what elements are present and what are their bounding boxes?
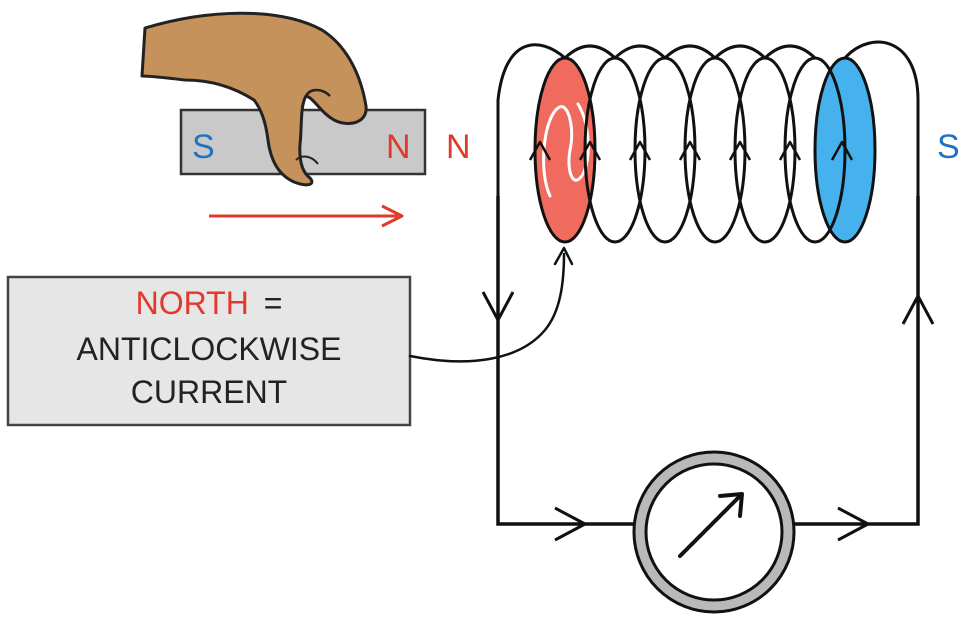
arrow-right-icon [209, 204, 404, 228]
note-line2: ANTICLOCKWISE [77, 331, 342, 367]
galvanometer-icon [632, 450, 796, 614]
callout-pointer-arrow [408, 246, 574, 363]
magnet-south-label: S [192, 128, 215, 166]
note-line3: CURRENT [131, 374, 287, 410]
coil-end-face-north [535, 58, 595, 242]
callout-box: NORTH = ANTICLOCKWISE CURRENT [6, 275, 412, 427]
magnet-north-label: N [386, 128, 411, 166]
magnet-body [179, 108, 427, 176]
coil-right-pole-label: S [937, 128, 960, 166]
wire-direction-arrows [481, 291, 935, 542]
hand-icon [140, 11, 368, 187]
coil-left-pole-label: N [446, 128, 471, 166]
coil-current-arrows [528, 140, 854, 161]
bar-magnet[interactable]: S N [179, 108, 427, 176]
note-highlight: NORTH [136, 285, 249, 321]
note-equals: = [264, 285, 283, 321]
svg-text:NORTH =: NORTH = [136, 285, 283, 321]
circuit-wire [496, 196, 920, 526]
